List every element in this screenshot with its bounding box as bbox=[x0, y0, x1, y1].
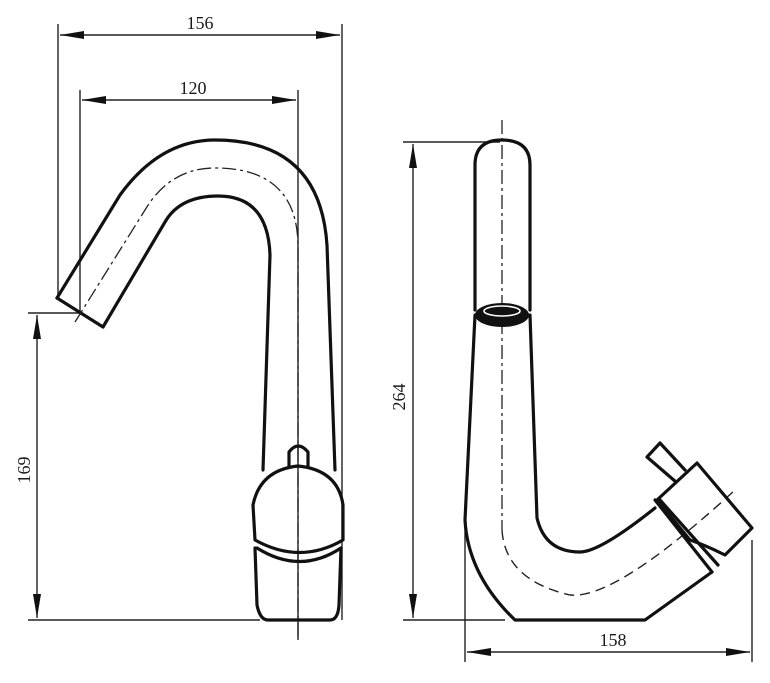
dimension-label-156: 156 bbox=[187, 13, 214, 33]
side-view: 264 158 bbox=[389, 120, 754, 662]
side-spout-top bbox=[473, 138, 532, 312]
dimension-label-158: 158 bbox=[600, 630, 627, 650]
side-body-centerline bbox=[501, 489, 736, 596]
dimension-label-120: 120 bbox=[180, 78, 207, 98]
dimension-label-264: 264 bbox=[389, 384, 409, 411]
front-handle-lip bbox=[255, 546, 343, 564]
dimension-158: 158 bbox=[464, 520, 753, 662]
side-handle-cap bbox=[655, 461, 754, 557]
side-handle-cartridge bbox=[653, 498, 720, 574]
dimension-156: 156 bbox=[57, 13, 343, 620]
side-body-inner bbox=[528, 313, 657, 554]
front-spout-inner bbox=[101, 194, 272, 472]
front-spout-centerline bbox=[74, 167, 299, 640]
front-view: 156 120 169 bbox=[14, 13, 345, 640]
side-handle-lever bbox=[645, 441, 687, 484]
side-aerator-icon bbox=[475, 303, 529, 327]
front-handle-body bbox=[251, 464, 345, 555]
front-handle-knob bbox=[287, 444, 310, 468]
dimension-264: 264 bbox=[389, 141, 505, 621]
side-body-outer bbox=[463, 313, 714, 622]
dimension-label-169: 169 bbox=[14, 457, 34, 484]
front-spout-outline bbox=[55, 138, 337, 472]
front-base bbox=[253, 546, 343, 622]
dimension-169: 169 bbox=[14, 312, 260, 621]
